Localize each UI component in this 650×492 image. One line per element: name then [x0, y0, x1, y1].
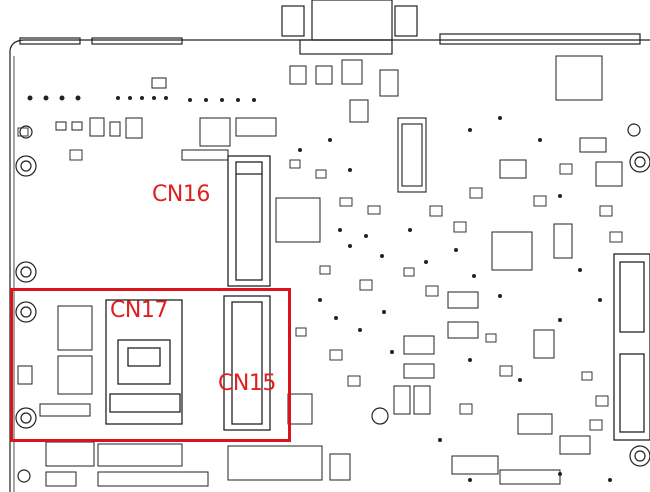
label-cn15: CN15	[218, 371, 276, 396]
scattered-dots	[298, 116, 612, 482]
right-edge-connector	[613, 253, 650, 441]
misc-parts	[275, 55, 623, 481]
label-cn16: CN16	[152, 182, 210, 207]
top-connector-left	[19, 37, 81, 45]
mounting-holes	[15, 123, 650, 483]
m2-slot-lower	[223, 295, 271, 431]
upper-left-smd	[55, 77, 277, 161]
sim-holder	[105, 299, 183, 425]
small-pads	[17, 127, 623, 431]
top-connector-right	[439, 33, 641, 45]
left-ics	[17, 305, 93, 417]
center-header	[397, 117, 427, 193]
bottom-headers	[45, 441, 561, 487]
top-connector-2	[91, 37, 183, 45]
highlight-box	[10, 288, 291, 442]
label-cn17: CN17	[110, 298, 168, 323]
upper-left-parts	[27, 95, 256, 102]
m2-slot-upper	[227, 155, 271, 287]
vga-connector	[281, 0, 418, 55]
